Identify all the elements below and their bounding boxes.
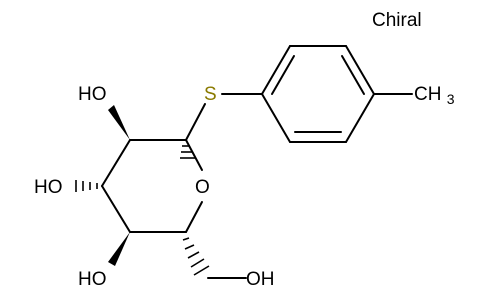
bond-ar4-ar5 (345, 93, 375, 143)
stereo-hash-c1 (180, 145, 196, 159)
stereo-hash-c3 (75, 180, 98, 192)
double-bond-ar3-ar4 (341, 55, 365, 95)
bond-c3-c4 (101, 185, 131, 233)
bond-c1-sulfur (185, 103, 206, 141)
bond-ar3-ar4 (345, 45, 375, 95)
hydroxyl-c4-label: HO (78, 269, 107, 290)
sulfur-atom: S (204, 84, 217, 105)
stereo-wedge-c4 (108, 232, 130, 266)
hydroxyl-c2-label: HO (78, 84, 107, 105)
double-bond-ar1-ar2 (271, 55, 295, 95)
hydroxyl-ch2-label: OH (246, 269, 275, 290)
hydroxyl-c3-label: HO (34, 177, 63, 198)
bond-c5-o (185, 201, 203, 233)
bond-ar6-ar1 (261, 93, 291, 143)
bond-c2-c3 (101, 139, 131, 187)
stereo-wedge-c2 (108, 105, 130, 140)
methyl-label: CH 3 (414, 84, 455, 107)
chiral-annotation: Chiral (372, 10, 422, 31)
pyranose-ring (101, 139, 203, 233)
bond-o-c1 (185, 139, 203, 171)
bond-ar1-ar2 (261, 45, 291, 95)
ring-oxygen-atom: O (195, 177, 210, 198)
stereo-hash-c5 (182, 237, 210, 276)
benzene-ring (261, 45, 375, 143)
methyl-subscript: 3 (447, 91, 455, 107)
methyl-text: CH (414, 84, 441, 105)
